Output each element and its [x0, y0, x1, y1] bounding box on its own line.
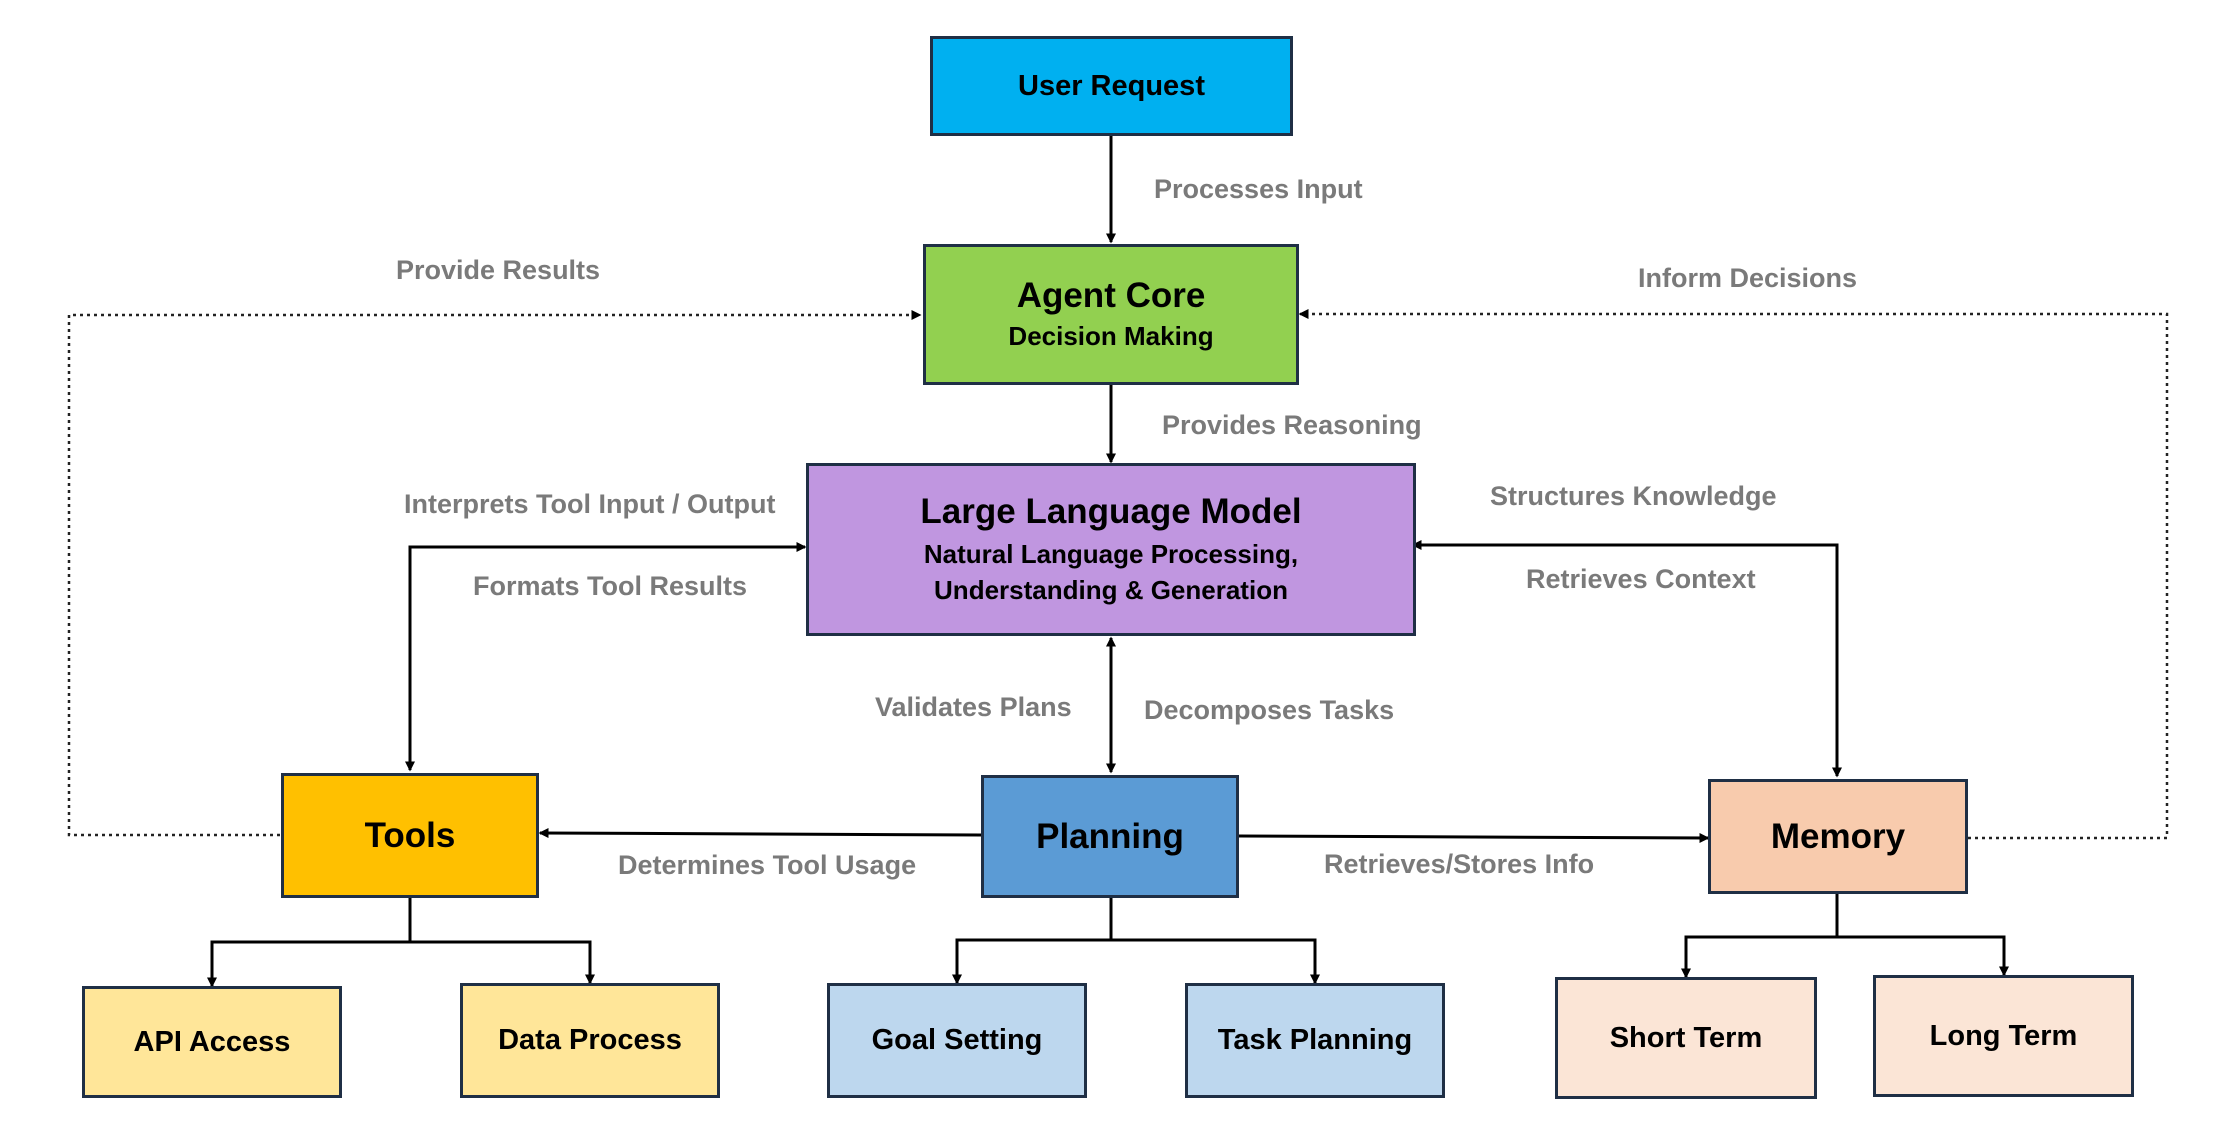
long-term-node: Long Term	[1873, 975, 2134, 1097]
long-term-title: Long Term	[1929, 1019, 2078, 1052]
label-retrieves-context: Retrieves Context	[1526, 564, 1756, 594]
edge-tools-to-core-dotted	[67, 310, 922, 837]
user-request-title: User Request	[1018, 69, 1205, 102]
label-validates-plans: Validates Plans	[875, 692, 1072, 722]
memory-node: Memory	[1708, 779, 1968, 894]
label-inform-decisions: Inform Decisions	[1638, 263, 1858, 293]
edge-planning-to-tools	[538, 828, 982, 839]
edge-tools-to-data	[410, 940, 595, 985]
label-provides-reasoning: Provides Reasoning	[1162, 410, 1422, 440]
edge-planning-to-task	[1111, 938, 1320, 985]
api-access-title: API Access	[133, 1025, 291, 1058]
short-term-title: Short Term	[1609, 1021, 1763, 1054]
label-retrieves-stores-info: Retrieves/Stores Info	[1324, 849, 1595, 879]
planning-title: Planning	[1036, 816, 1184, 856]
task-planning-node: Task Planning	[1185, 983, 1445, 1098]
goal-setting-title: Goal Setting	[871, 1024, 1043, 1057]
edge-memory-to-long	[1837, 935, 2009, 977]
edge-llm-memory	[1411, 540, 1842, 778]
agent-core-node: Agent Core Decision Making	[923, 244, 1299, 385]
edge-planning-to-memory	[1238, 832, 1710, 843]
tools-title: Tools	[364, 815, 456, 855]
label-formats-tool-results: Formats Tool Results	[473, 571, 748, 601]
task-planning-title: Task Planning	[1217, 1024, 1413, 1057]
data-process-title: Data Process	[498, 1024, 682, 1057]
planning-node: Planning	[981, 775, 1239, 898]
goal-setting-node: Goal Setting	[827, 983, 1087, 1098]
agent-core-subtitle: Decision Making	[1008, 320, 1214, 351]
short-term-node: Short Term	[1555, 977, 1817, 1099]
label-provide-results: Provide Results	[396, 255, 601, 285]
llm-node: Large Language Model Natural Language Pr…	[806, 463, 1416, 636]
api-access-node: API Access	[82, 986, 342, 1098]
edge-memory-to-core-dotted	[1298, 309, 2169, 840]
agent-core-title: Agent Core	[1016, 275, 1206, 315]
llm-description-line2: Understanding & Generation	[934, 574, 1288, 605]
edge-tools-to-api	[207, 898, 412, 988]
data-process-node: Data Process	[460, 983, 720, 1098]
user-request-node: User Request	[930, 36, 1293, 136]
llm-title: Large Language Model	[920, 492, 1302, 532]
llm-description-line1: Natural Language Processing,	[923, 539, 1299, 570]
label-decomposes-tasks: Decomposes Tasks	[1144, 695, 1395, 725]
edge-memory-to-short	[1681, 894, 1839, 979]
label-structures-knowledge: Structures Knowledge	[1490, 481, 1777, 511]
label-processes-input: Processes Input	[1154, 174, 1363, 204]
label-interprets-tool-io: Interprets Tool Input / Output	[404, 489, 776, 519]
edge-planning-to-goal	[952, 898, 1113, 985]
edge-llm-tools	[405, 542, 807, 772]
tools-node: Tools	[281, 773, 539, 898]
memory-title: Memory	[1770, 816, 1906, 856]
label-determines-tool-usage: Determines Tool Usage	[618, 850, 917, 880]
